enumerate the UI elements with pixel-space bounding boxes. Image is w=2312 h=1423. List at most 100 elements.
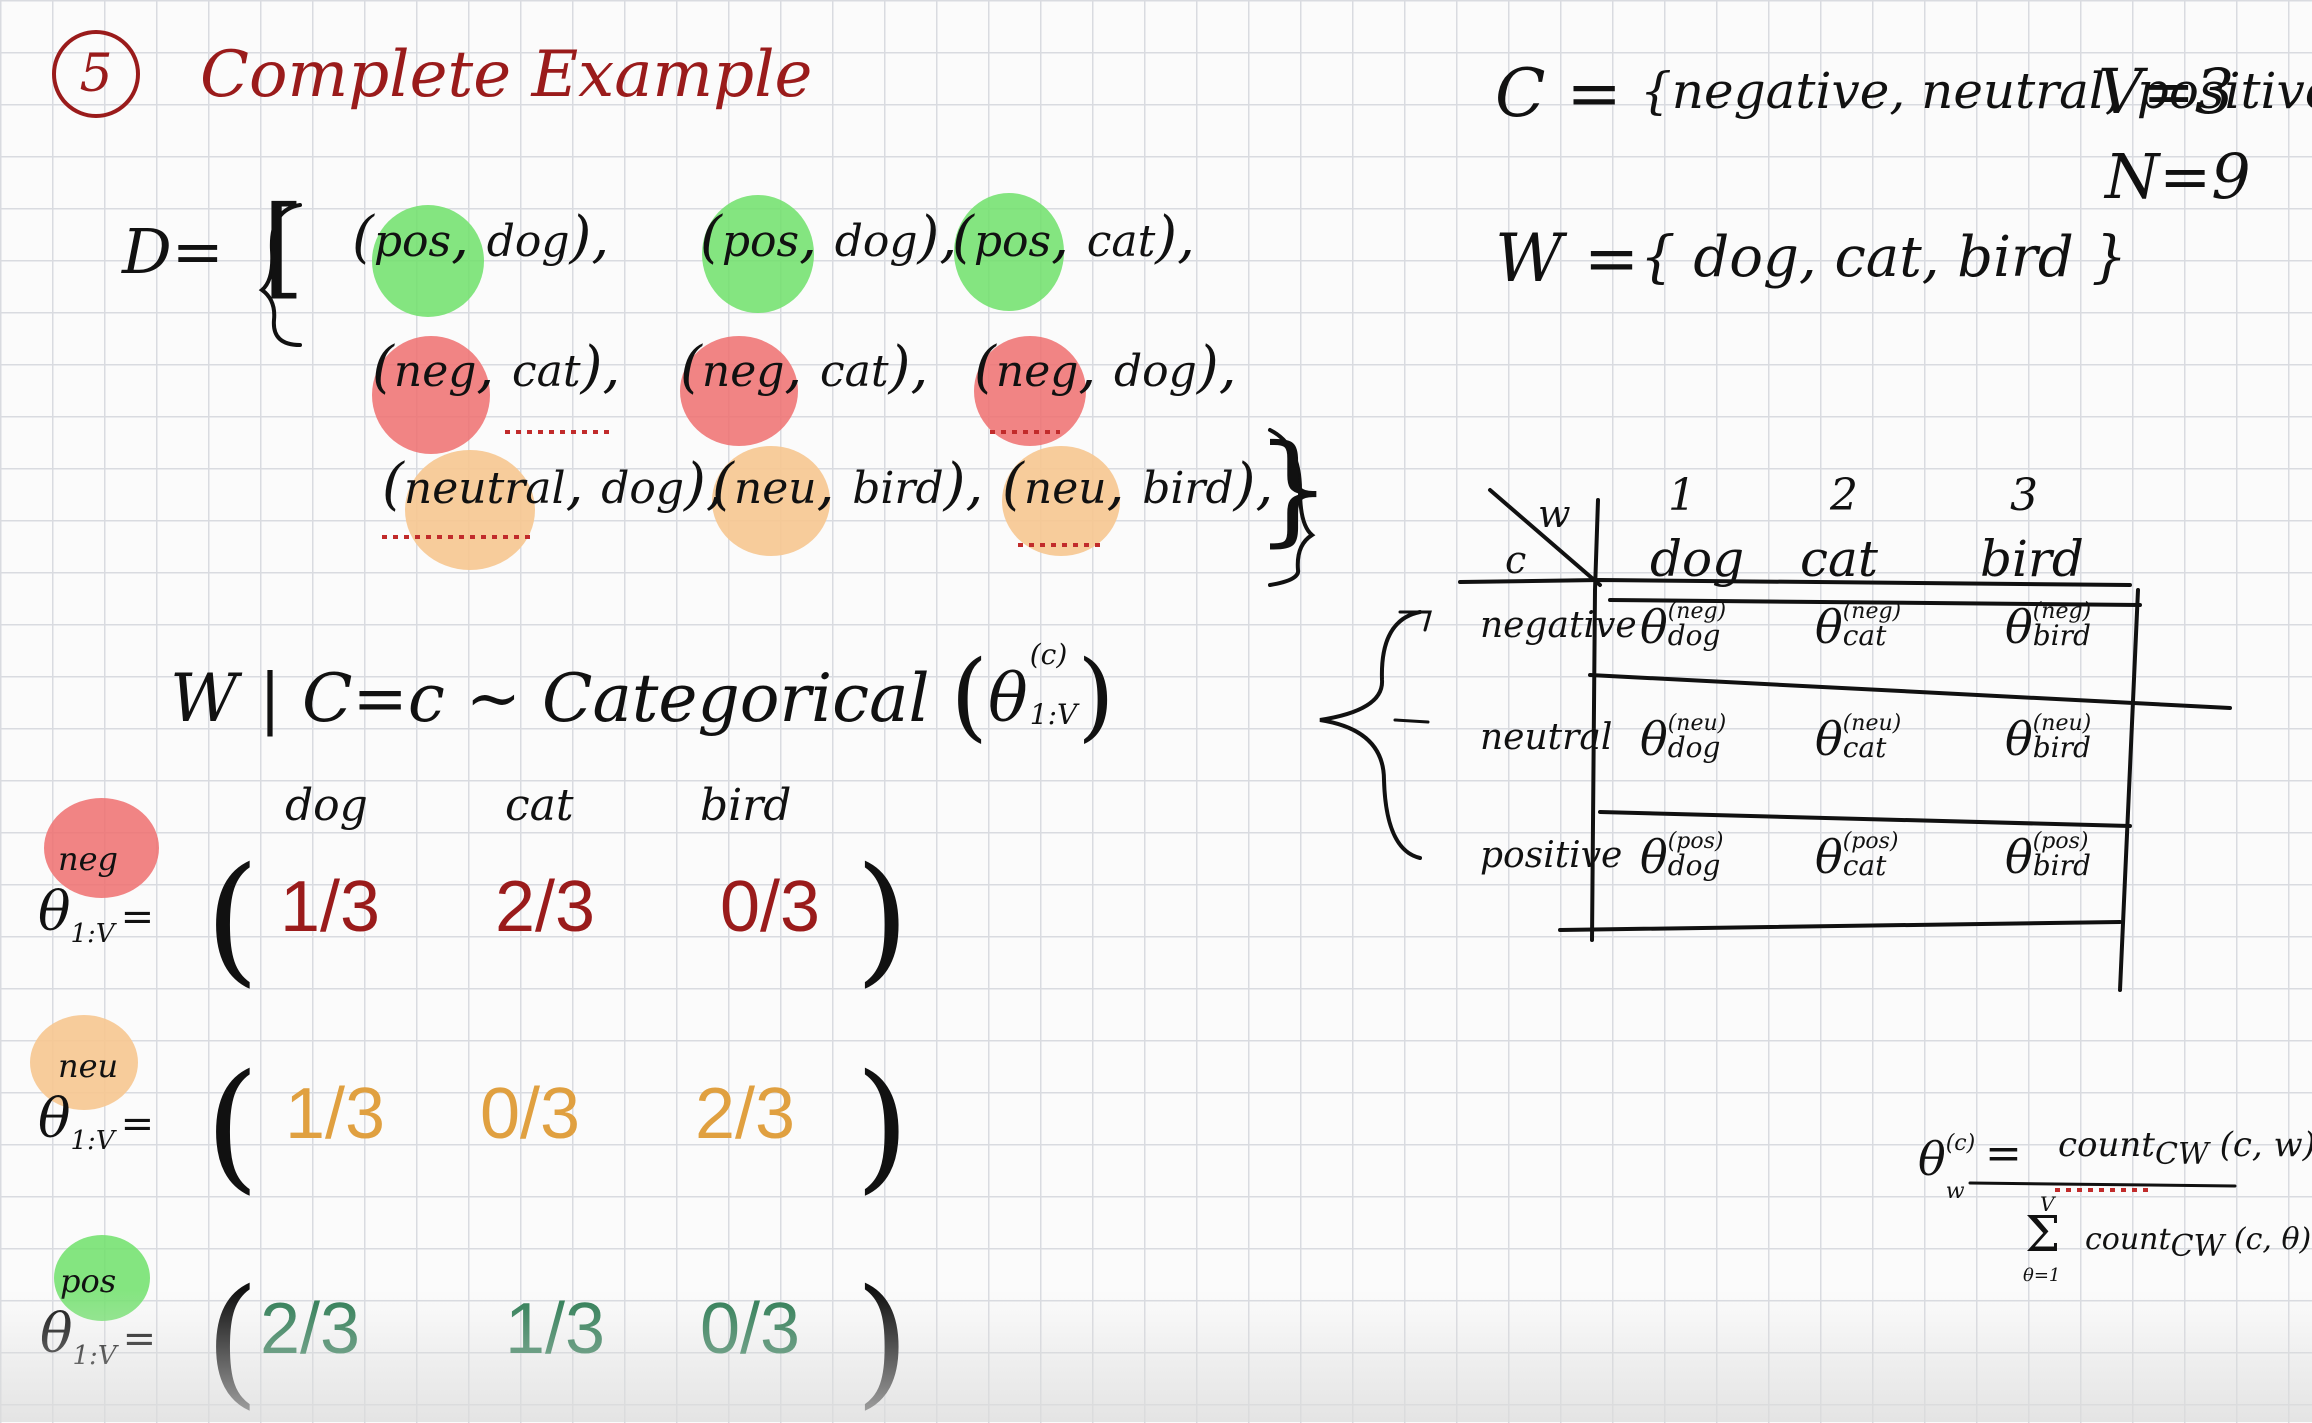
neg-highlight — [680, 336, 798, 446]
table-cell-word: cat — [1842, 849, 1887, 882]
formula-sum-top: V — [2040, 1192, 2055, 1216]
table-column-index: 1 — [1668, 470, 1696, 521]
table-cell: θ(neg)dog — [1640, 599, 1727, 655]
tuple-class: pos — [373, 216, 452, 267]
heading-number: 5 — [52, 30, 140, 118]
table-cell: θ(neu)bird — [2005, 712, 2091, 767]
neg-highlight — [44, 798, 159, 898]
theta-column-header: dog — [285, 780, 368, 831]
table-cell-theta: θ — [1815, 830, 1843, 884]
tuple-word: bird — [1142, 463, 1234, 514]
table-cell-class: (pos) — [1667, 829, 1724, 854]
tuple-separator: , — [602, 335, 621, 400]
table-cell-word: cat — [1842, 619, 1887, 652]
table-cell-class: (pos) — [2032, 829, 2089, 854]
table-column-word: bird — [1980, 530, 2084, 588]
theta-class-label: neu — [58, 1047, 119, 1085]
table-cell: θ(neg)bird — [2005, 599, 2092, 655]
table-cell-word: cat — [1842, 731, 1887, 764]
table-cell-word: bird — [2032, 849, 2091, 882]
bottom-shadow — [0, 1290, 2312, 1422]
model-text: W | C=c ~ Categorical — [170, 660, 930, 737]
formula-sum-symbol: Σ — [2025, 1205, 2061, 1263]
table-cell-class: (pos) — [1842, 829, 1899, 854]
table-cell-class: (neg) — [1842, 599, 1902, 624]
theta-symbol: θ1:V= — [38, 1087, 155, 1156]
class-set-lhs: C = — [1495, 55, 1622, 132]
tuple-word: cat — [512, 346, 581, 397]
table-cell-class: (neg) — [2032, 599, 2092, 624]
tuple-class: neg — [701, 346, 785, 397]
table-cell-theta: θ — [1815, 600, 1843, 654]
table-cell-word: dog — [1667, 619, 1721, 652]
theta-open-paren: ( — [205, 1045, 260, 1208]
table-row-label: negative — [1480, 605, 1637, 646]
table-cell: θ(neu)dog — [1640, 712, 1726, 767]
table-cell-class: (neg) — [1667, 599, 1727, 624]
tuple-class: pos — [973, 216, 1052, 267]
tuple-class: neg — [995, 346, 1079, 397]
table-column-word: dog — [1650, 530, 1745, 588]
theta-column-header: bird — [700, 780, 792, 831]
table-cell-theta: θ — [1640, 600, 1668, 654]
table-row-label: neutral — [1480, 717, 1613, 758]
model-param-sup: (c) — [1029, 638, 1068, 671]
table-cell: θ(pos)cat — [1815, 829, 1899, 885]
model-statement: W | C=c ~ Categorical (θ(c) 1:V) — [170, 638, 1115, 753]
tuple-separator: , — [591, 205, 610, 270]
tuple-separator: , — [965, 452, 984, 517]
table-cell: θ(neu)cat — [1815, 712, 1901, 767]
tuple-word: dog — [486, 216, 570, 267]
table-column-index: 3 — [2010, 470, 2038, 521]
neu-highlight — [30, 1015, 138, 1110]
tuple-word: dog — [1114, 346, 1197, 397]
tuple-separator: , — [910, 335, 929, 400]
class-set-values: {negative, neutral, positive} — [1640, 62, 2312, 120]
tuple-word: dog — [834, 216, 918, 267]
theta-open-paren: ( — [205, 838, 260, 1001]
table-cell-word: bird — [2032, 619, 2091, 652]
dataset-tuple: (neu, bird), — [1002, 452, 1274, 517]
dataset-tuple: (pos, dog), — [700, 205, 958, 270]
formula-lhs: θ(c)w — [1918, 1131, 1976, 1204]
tuple-class: neutral — [403, 463, 566, 514]
model-close-paren: ) — [1077, 640, 1115, 752]
table-cell-theta: θ — [1815, 712, 1843, 766]
neu-highlight — [712, 446, 830, 556]
table-cell-theta: θ — [2005, 600, 2033, 654]
tuple-class: neu — [1023, 463, 1107, 514]
theta-subscript: 1:V — [70, 918, 115, 949]
tuple-separator: , — [1218, 335, 1237, 400]
theta-value: 2/3 — [495, 867, 596, 947]
tuple-separator: , — [1177, 205, 1195, 270]
dataset-tuple: (neg, dog), — [974, 335, 1237, 400]
table-corner-w: w — [1538, 492, 1571, 536]
dataset-tuple: (neutral, dog), — [382, 452, 724, 517]
pos-highlight — [954, 193, 1064, 311]
table-row-label: positive — [1480, 835, 1623, 876]
theta-equals: = — [120, 1101, 155, 1147]
dataset-close-brace: } — [1255, 420, 1332, 559]
table-cell: θ(pos)bird — [2005, 829, 2091, 885]
table-column-word: cat — [1800, 530, 1878, 588]
tuple-word: dog — [601, 463, 685, 514]
model-open-paren: ( — [950, 640, 988, 752]
model-param-sub: 1:V — [1029, 698, 1078, 731]
theta-value: 2/3 — [695, 1074, 796, 1154]
theta-symbol: θ1:V= — [38, 880, 155, 949]
tuple-class: neg — [393, 346, 477, 397]
table-corner-c: c — [1505, 538, 1527, 582]
formula-numerator: countCW (c, w) — [2058, 1125, 2312, 1172]
tuple-separator: , — [939, 205, 958, 270]
dataset-tuple: (pos, cat), — [952, 205, 1195, 270]
table-column-index: 2 — [1830, 470, 1858, 521]
model-param: θ — [988, 660, 1028, 737]
neg-highlight — [372, 336, 490, 454]
dataset-tuple: (neg, cat), — [680, 335, 929, 400]
dataset-tuple: (neu, bird), — [712, 452, 984, 517]
tuple-class: pos — [721, 216, 800, 267]
class-count: V=3 — [2098, 55, 2235, 128]
table-cell-theta: θ — [2005, 830, 2033, 884]
pos-highlight — [702, 195, 814, 313]
tuple-class: neu — [733, 463, 817, 514]
